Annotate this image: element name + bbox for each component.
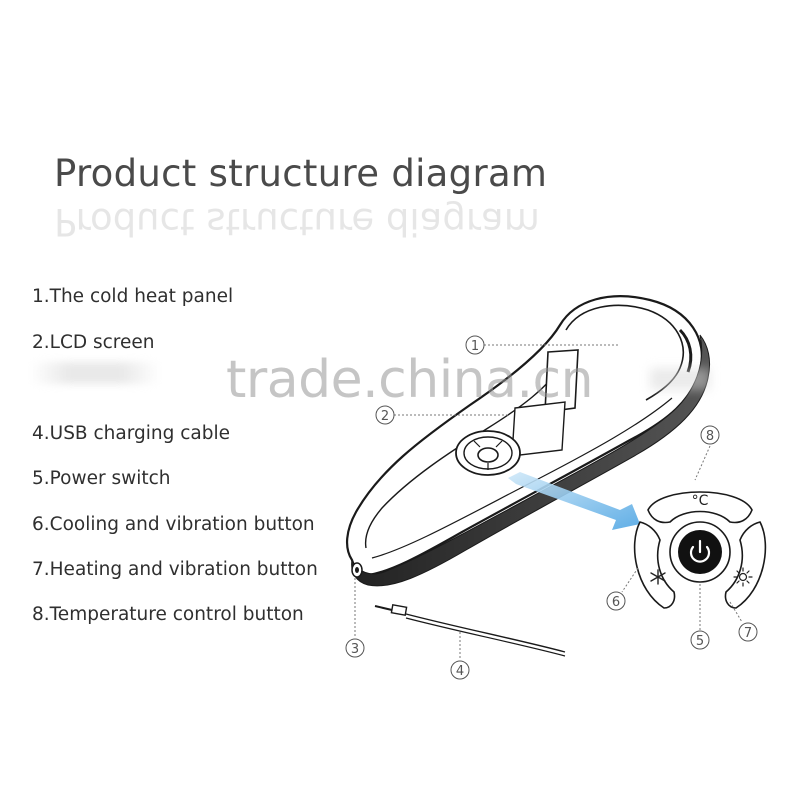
watermark: trade.china.cn [226,350,594,410]
svg-text:1: 1 [471,339,479,354]
usb-cable [374,604,566,657]
cooling-vibration-button [633,521,676,609]
legend-item-lcd-screen: 2.LCD screen [32,332,155,353]
device-button-cluster [455,430,521,476]
svg-text:3: 3 [351,642,359,657]
lcd-screen [544,349,579,413]
legend-item-cooling-button: 6.Cooling and vibration button [32,514,315,535]
legend-item-cold-heat-panel: 1.The cold heat panel [32,286,234,307]
snowflake-icon [650,569,666,585]
callout-5: 5 [690,630,710,650]
callout-3: 3 [345,638,365,658]
blurred-region [650,368,710,390]
button-panel-zoom: °C [633,491,767,609]
callout-7: 7 [738,622,758,642]
blurred-legend-item [30,362,160,384]
svg-text:6: 6 [612,595,620,610]
svg-text:5: 5 [696,634,704,649]
svg-text:7: 7 [744,626,752,641]
svg-text:4: 4 [456,664,464,679]
callout-8: 8 [700,425,720,445]
legend-item-power-switch: 5.Power switch [32,468,171,489]
svg-text:2: 2 [381,409,389,424]
celsius-label: °C [692,493,709,509]
legend-item-usb-cable: 4.USB charging cable [32,423,231,444]
sun-icon [733,567,753,587]
temperature-control-button [647,491,753,524]
leader-lines [354,344,743,660]
page-title: Product structure diagram [54,152,548,195]
callout-2: 2 [375,405,395,425]
power-icon [689,545,711,563]
callout-1: 1 [465,335,485,355]
legend-item-temperature-button: 8.Temperature control button [32,604,304,625]
heating-vibration-button [724,521,767,609]
callout-4: 4 [450,660,470,680]
svg-text:8: 8 [706,429,714,444]
legend-item-heating-button: 7.Heating and vibration button [32,559,318,580]
callout-6: 6 [606,591,626,611]
zoom-arrow [508,472,640,530]
